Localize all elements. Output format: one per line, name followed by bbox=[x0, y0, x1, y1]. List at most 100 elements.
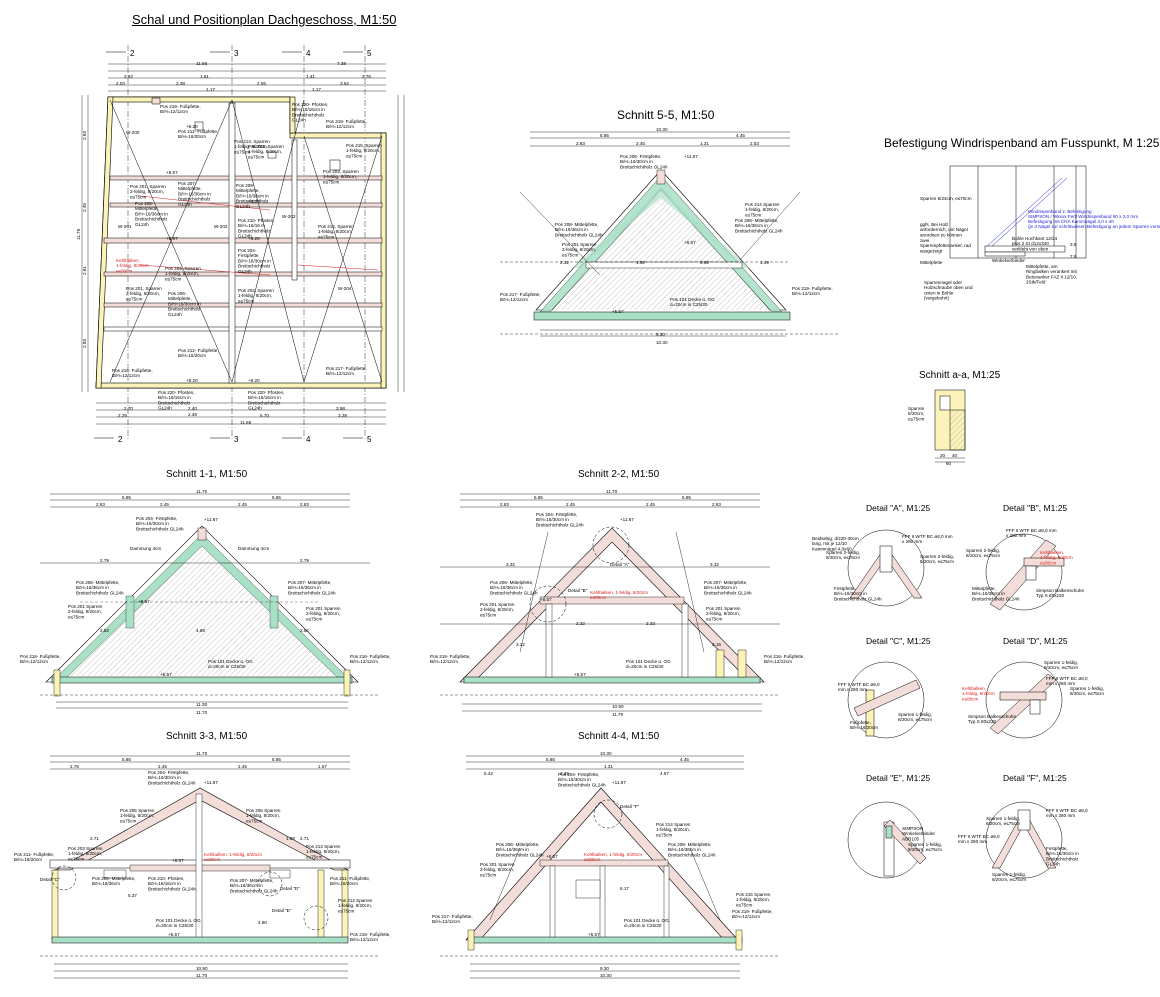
section-dimension: 2.45 bbox=[238, 502, 247, 507]
detail-label: Sparren 1-feldig,8/20cm, e≤75cm bbox=[1070, 686, 1104, 696]
plan-dimension: 3.92 bbox=[124, 74, 133, 79]
section-level: +11.67 bbox=[684, 154, 698, 159]
plan-position-label: Pos 219- Fußpfette,B/H=12/12cm bbox=[160, 104, 201, 114]
section-dimension: 2.32 bbox=[576, 621, 585, 626]
detail-a-title: Detail "A", M1:25 bbox=[866, 503, 931, 513]
section-dimension: 2.79 bbox=[100, 558, 109, 563]
plan-level: +8.20 bbox=[186, 124, 198, 129]
section-1-1-title: Schnitt 1-1, M1:50 bbox=[166, 469, 248, 480]
section-dimension: 2.82 bbox=[300, 628, 309, 633]
section-level: +8.57 bbox=[540, 597, 552, 602]
section-label: Pos 218- Fußpfette,B/H=12/12cm bbox=[430, 654, 471, 664]
section-dimension: 4.87 bbox=[660, 771, 669, 776]
section-label: Pos 217- Fußpfette,B/H=12/12cm bbox=[432, 914, 473, 924]
section-level: +5.57 bbox=[168, 932, 180, 937]
axis-4-bottom: 4 bbox=[306, 435, 311, 444]
section-dimension: 10.30 bbox=[656, 127, 668, 132]
section-label: Pos 219- Fußpfette,B/H=12/12cm bbox=[792, 286, 833, 296]
befestigung-label: Mittelpfette bbox=[920, 260, 943, 265]
section-a-a-title: Schnitt a-a, M1:25 bbox=[919, 370, 1001, 381]
section-label: Detail "F" bbox=[620, 804, 639, 809]
section-5-5-title: Schnitt 5-5, M1:50 bbox=[617, 108, 715, 122]
plan-wall-tag: W-200 bbox=[126, 130, 140, 135]
section-label: Dammung 4cm bbox=[238, 546, 269, 551]
section-dimension: 10.90 bbox=[612, 704, 624, 709]
befestigung-label: Winkelverbinder bbox=[992, 258, 1025, 263]
section-level: +11.67 bbox=[612, 780, 626, 785]
section-dimension: 4.80 bbox=[258, 920, 267, 925]
section-dimension: 9.30 bbox=[600, 966, 609, 971]
plan-position-label: Pos 217- Fußpfette,B/H=12/12cm bbox=[326, 366, 367, 376]
plan-dimension: 2.40 bbox=[188, 406, 197, 411]
plan-beams bbox=[103, 97, 383, 384]
section-dimension: 2.82 bbox=[100, 628, 109, 633]
section-dimension: 3.16 bbox=[712, 642, 721, 647]
section-dimension: 5.85 bbox=[600, 133, 609, 138]
section-dimension: 2.71 bbox=[300, 836, 309, 841]
section-a-a-dimension: 60 bbox=[946, 461, 952, 466]
section-dimension: 2.45 bbox=[646, 502, 655, 507]
section-a-a-dimension: 40 bbox=[952, 453, 958, 458]
section-dimension: 5.85 bbox=[272, 757, 281, 762]
section-dimension: 11.70 bbox=[196, 973, 208, 978]
section-dimension: 2.32 bbox=[560, 260, 569, 265]
detail-label: Sparren 1-feldig,8/20cm, e≤75cm bbox=[898, 712, 932, 722]
befestigung-title: Befestigung Windrispenband am Fusspunkt,… bbox=[884, 136, 1160, 150]
section-dimension: 11.70 bbox=[612, 712, 624, 717]
section-label: Detail "D" bbox=[280, 886, 300, 891]
section-dimension: 2.45 bbox=[560, 771, 569, 776]
section-level: +5.57 bbox=[574, 672, 586, 677]
section-label: Detail "A" bbox=[610, 562, 630, 567]
section-dimension: 3.32 bbox=[710, 562, 719, 567]
section-dimension: 2.45 bbox=[636, 141, 645, 146]
plan-dimension: 7.38 bbox=[337, 61, 346, 66]
section-dimension: 2.71 bbox=[90, 836, 99, 841]
befestigung-blue-label: (je 3 Nägel zur schrittweisen Befestigun… bbox=[1028, 224, 1160, 229]
befestigung-label: Sparren 8/24cm, e≤75cm bbox=[920, 196, 972, 201]
section-dimension: 5.85 bbox=[534, 495, 543, 500]
detail-label: Sparren 1-feldig,8/20cm, e≤75cm bbox=[908, 842, 942, 852]
detail-label: Sparren 1-feldig,8/20cm, e≤75cm bbox=[986, 816, 1020, 826]
section-3-3-title: Schnitt 3-3, M1:50 bbox=[166, 731, 248, 742]
befestigung-dimension: 7.5 bbox=[1070, 254, 1077, 259]
detail-c-title: Detail "C", M1:25 bbox=[866, 636, 931, 646]
plan-dimension: 3.98 bbox=[336, 406, 345, 411]
plan-wall-tag: W-204 bbox=[338, 286, 352, 291]
section-a-a-dimension: 20 bbox=[940, 453, 946, 458]
detail-b-title: Detail "B", M1:25 bbox=[1003, 503, 1068, 513]
plan-dimension: 11.79 bbox=[76, 228, 81, 240]
section-label: Pos 218- Fußpfette,B/H=12/12cm bbox=[20, 654, 61, 664]
section-dimension: 1.52 bbox=[636, 260, 645, 265]
section-dimension: 2.79 bbox=[300, 558, 309, 563]
section-level: +5.57 bbox=[588, 932, 600, 937]
plan-dimension: 3.62 bbox=[340, 81, 349, 86]
plan-dimension: 2.63 bbox=[82, 131, 87, 140]
section-dimension: 10.30 bbox=[656, 340, 668, 345]
section-label: Detail "C" bbox=[40, 877, 60, 882]
section-dimension: 2.33 bbox=[646, 621, 655, 626]
plan-position-label: Pos 219- Fußpfette,B/H=12/12cm bbox=[326, 119, 367, 129]
